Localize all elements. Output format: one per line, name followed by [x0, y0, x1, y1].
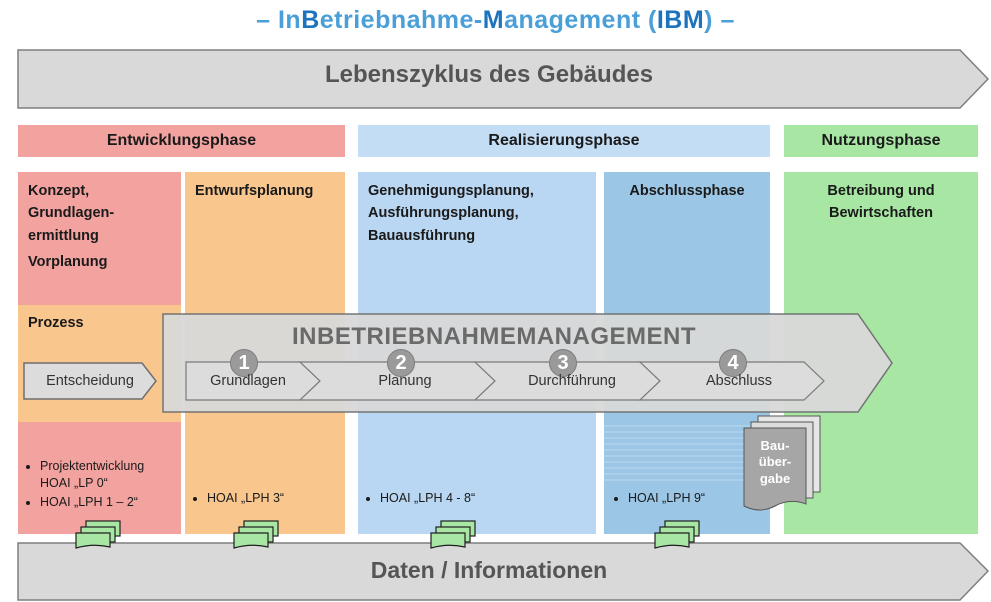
list-item: HOAI „LPH 3“ [207, 490, 343, 507]
list-item: HOAI „LPH 9“ [628, 490, 744, 507]
step-label-1: Grundlagen [210, 373, 286, 389]
column-heading-betrieb: Betreibung und Bewirtschaften [827, 183, 935, 222]
phase-header-entwicklung [18, 125, 345, 157]
step-number-3: 3 [549, 349, 577, 377]
document-stack-icon-1 [75, 520, 121, 549]
step-label-4: Abschluss [705, 373, 773, 389]
document-stack-icon-4 [654, 520, 700, 549]
step-label-2: Planung [378, 373, 432, 389]
list-item: Projektentwicklung HOAI „LP 0“ [40, 458, 176, 492]
column-abschluss-hatch [604, 425, 770, 481]
phase-label-nutzung: Nutzungsphase [821, 132, 941, 149]
bullet-list-col1: Projektentwicklung HOAI „LP 0“ HOAI „LPH… [26, 458, 176, 513]
process-label: Prozess [28, 315, 84, 331]
data-label: Daten / Informationen [370, 557, 608, 583]
list-item: HOAI „LPH 4 - 8“ [380, 490, 566, 507]
column-heading-entwurf: Entwurfsplanung [195, 183, 314, 199]
column-heading-abschluss: Abschlussphase [629, 183, 745, 199]
bullet-list-col4: HOAI „LPH 9“ [614, 490, 744, 509]
lifecycle-label: Lebenszyklus des Gebäudes [324, 61, 654, 88]
phase-label-entwicklung: Entwicklungsphase [106, 132, 257, 149]
management-title: INBETRIEBNAHMEMANAGEMENT [292, 323, 696, 350]
bullet-list-col3: HOAI „LPH 4 - 8“ [366, 490, 566, 509]
lifecycle-arrow [17, 49, 990, 109]
step-number-4: 4 [719, 349, 747, 377]
step-label-3: Durchführung [528, 373, 616, 389]
diagram-title: – InBetriebnahme-Management (IBM) – [256, 6, 735, 34]
phase-header-realisierung [358, 125, 770, 157]
step-number-1: 1 [230, 349, 258, 377]
column-heading-konzept: Konzept, Grundlagen- ermittlung Vorplanu… [28, 183, 115, 271]
step-number-2: 2 [387, 349, 415, 377]
step-chevron-4 [638, 361, 825, 401]
phase-label-realisierung: Realisierungsphase [488, 132, 640, 149]
decision-arrow [23, 362, 157, 400]
data-arrow [17, 542, 990, 601]
bullet-list-col2: HOAI „LPH 3“ [193, 490, 343, 509]
document-stack-icon-2 [233, 520, 279, 549]
column-heading-genehmigung: Genehmigungsplanung, Ausführungsplanung,… [368, 183, 534, 244]
list-item: HOAI „LPH 1 – 2“ [40, 494, 176, 511]
handover-label: Bau- über- gabe [758, 438, 792, 486]
phase-header-nutzung [784, 125, 978, 157]
handover-document-stack [743, 415, 821, 511]
document-stack-icon-3 [430, 520, 476, 549]
decision-label: Entscheidung [46, 373, 134, 389]
